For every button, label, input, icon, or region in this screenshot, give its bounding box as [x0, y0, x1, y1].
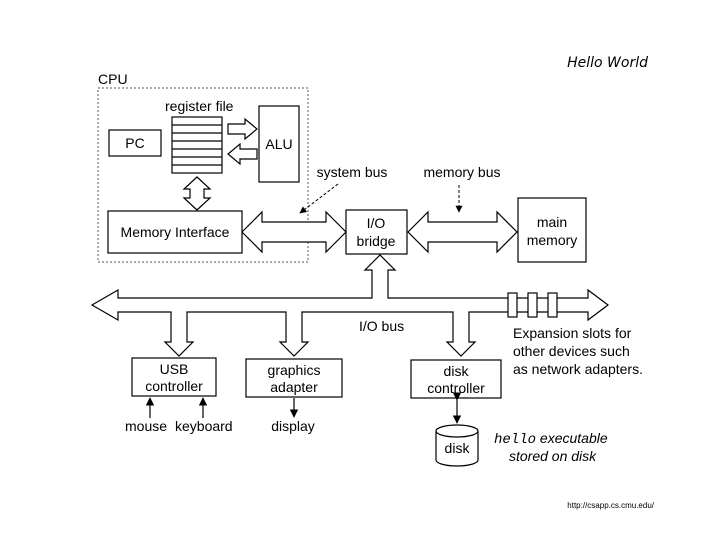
register-file-label: register file: [165, 98, 234, 114]
hello-note-line-1: hello executable: [494, 430, 608, 448]
disk-cylinder: [435, 424, 479, 467]
alu-label: ALU: [265, 136, 292, 152]
graphics-adapter-label-2: adapter: [270, 379, 318, 395]
system-bus-arrow: [241, 210, 347, 254]
alu: [258, 105, 300, 183]
system-bus-label: system bus: [317, 164, 388, 180]
cpu-region: [97, 87, 309, 263]
hello-code: hello: [494, 432, 536, 448]
graphics-adapter-label-1: graphics: [268, 362, 321, 378]
io-bus-label: I/O bus: [359, 318, 404, 334]
keyboard-label: keyboard: [175, 418, 233, 434]
io-bridge-label-2: bridge: [357, 233, 396, 249]
system-bus-pointer: [299, 183, 339, 214]
display-label: display: [271, 418, 315, 434]
pc-label: PC: [125, 135, 144, 151]
footer-url: http://csapp.cs.cmu.edu/: [567, 501, 654, 510]
alu-to-regfile-arrow: [227, 142, 258, 166]
expansion-note-line-3: as network adapters.: [513, 361, 643, 377]
expansion-note-line-2: other devices such: [513, 343, 630, 359]
memory-interface: [107, 210, 243, 254]
io-bus-arrow: [90, 254, 609, 357]
usb-controller-label-1: USB: [160, 361, 189, 377]
io-bridge: [345, 209, 408, 255]
page-title: Hello World: [567, 55, 648, 71]
regfile-memory-interface-arrow: [182, 176, 212, 211]
hello-note-line-2: stored on disk: [509, 448, 597, 464]
register-file: [171, 116, 223, 174]
expansion-note-line-1: Expansion slots for: [513, 325, 632, 341]
cpu-label: CPU: [98, 71, 128, 87]
hello-executable-text: executable: [536, 430, 608, 446]
pc-register: [108, 129, 162, 157]
memory-bus-label: memory bus: [423, 164, 500, 180]
memory-bus-arrow: [407, 210, 518, 254]
usb-controller-label-2: controller: [145, 378, 203, 394]
mouse-label: mouse: [125, 418, 167, 434]
regfile-to-alu-arrow: [227, 117, 258, 141]
main-memory-label-1: main: [537, 214, 567, 230]
main-memory: [517, 197, 587, 263]
disk-label: disk: [445, 440, 471, 456]
usb-controller: [131, 357, 217, 397]
expansion-slots: [507, 292, 558, 318]
disk-controller-label-1: disk: [444, 363, 470, 379]
disk-controller: [410, 359, 502, 399]
io-bridge-label-1: I/O: [367, 215, 386, 231]
memory-interface-label: Memory Interface: [121, 224, 230, 240]
disk-controller-label-2: controller: [427, 380, 485, 396]
graphics-adapter: [245, 358, 343, 398]
main-memory-label-2: memory: [527, 232, 578, 248]
